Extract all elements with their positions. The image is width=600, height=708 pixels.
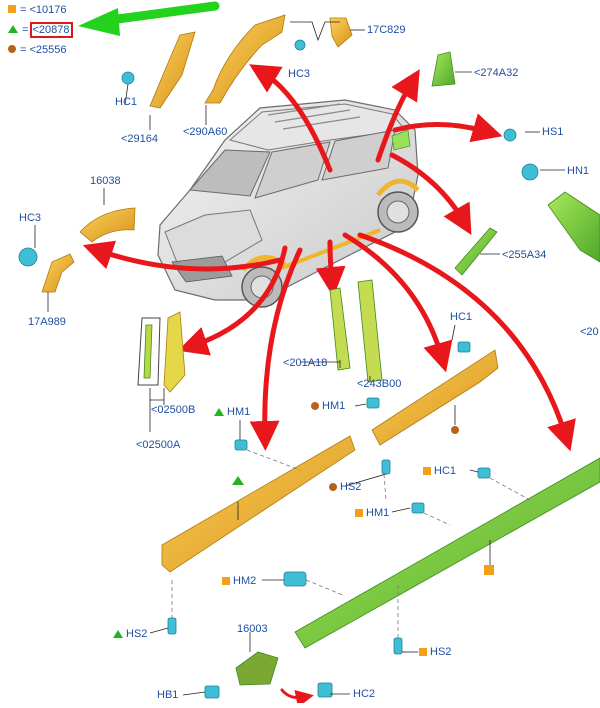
clip-fasteners	[18, 39, 539, 699]
part-label: HC1	[115, 96, 138, 108]
part-label: HM1	[355, 507, 389, 519]
orange-square-icon	[8, 5, 16, 13]
part-label: 17C829	[367, 24, 406, 36]
part-label: HM1	[214, 406, 250, 418]
part-label: HS1	[542, 126, 564, 138]
part-label: 17A989	[28, 316, 66, 328]
part-label: 16038	[90, 175, 121, 187]
brown-circle-icon	[8, 45, 16, 53]
part-label: <02500B	[151, 404, 196, 416]
green-triangle-icon	[113, 630, 123, 638]
part-label: <274A32	[474, 67, 519, 79]
part-label: <02500A	[136, 439, 181, 451]
orange-square-icon	[423, 467, 431, 475]
green-triangle-icon	[214, 408, 224, 416]
part-label: HC3	[19, 212, 42, 224]
yellow-trim-parts	[41, 14, 499, 573]
dashed-guides	[171, 449, 531, 638]
orange-square-icon	[419, 648, 427, 656]
legend-item-square: = <10176	[8, 4, 67, 16]
green-pointer-arrow	[78, 1, 220, 36]
part-label: <243B00	[357, 378, 402, 390]
part-label: HC2	[353, 688, 376, 700]
part-label: HM1	[311, 400, 345, 412]
callout-arrows	[82, 64, 576, 708]
part-label: HN1	[567, 165, 590, 177]
green-triangle-icon	[8, 25, 18, 33]
green-trim-parts	[137, 51, 600, 686]
orange-square-icon	[222, 577, 230, 585]
part-label: HB1	[157, 689, 179, 701]
part-label: <255A34	[502, 249, 547, 261]
part-label: HS2	[329, 481, 361, 493]
highlighted-part-number: <20878	[29, 22, 73, 38]
leader-lines	[34, 21, 565, 696]
part-label: <20	[580, 326, 599, 338]
part-label: HC1	[423, 465, 456, 477]
part-label: 16003	[237, 623, 268, 635]
brown-circle-icon	[311, 402, 319, 410]
part-label: <29164	[121, 133, 159, 145]
brown-circle-icon	[329, 483, 337, 491]
part-label: HS2	[419, 646, 451, 658]
part-label: HS2	[113, 628, 147, 640]
vehicle-illustration	[157, 99, 420, 308]
part-label: HM2	[222, 575, 256, 587]
orange-square-icon	[355, 509, 363, 517]
part-label: <201A18	[283, 357, 328, 369]
legend-item-circle: = <25556	[8, 44, 67, 56]
part-label: <290A60	[183, 126, 228, 138]
part-label: HC3	[288, 68, 311, 80]
part-label: HC1	[450, 311, 473, 323]
legend-item-triangle: = <20878	[8, 22, 73, 38]
part-markers	[232, 426, 494, 575]
